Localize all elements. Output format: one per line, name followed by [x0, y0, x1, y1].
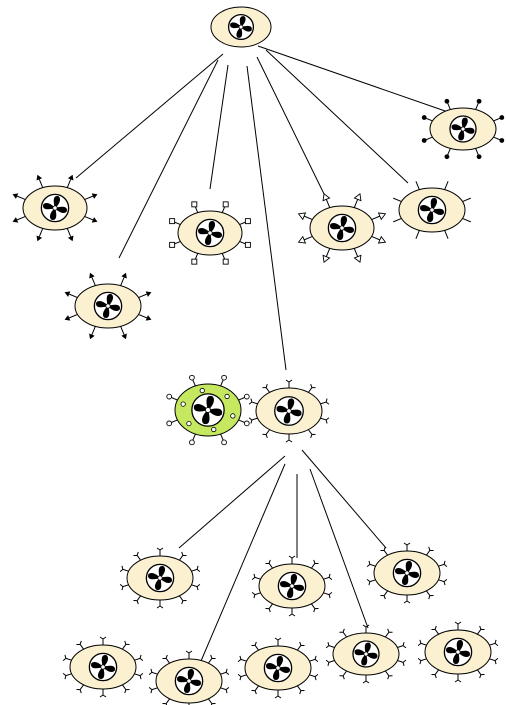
fan-icon	[88, 652, 118, 682]
connector-root-to-line-node	[265, 49, 409, 184]
node-leaf-5[interactable]	[148, 650, 230, 705]
arrow-spikes-decoration	[12, 174, 98, 242]
ring-dot	[180, 401, 186, 407]
fork-spikes-decoration	[62, 636, 144, 698]
arrow-spikes-decoration	[64, 272, 152, 340]
fan-icon	[417, 195, 447, 225]
fork-spikes-decoration	[417, 621, 499, 683]
fork-spikes-decoration	[251, 555, 333, 617]
fork-spikes-decoration	[248, 379, 330, 443]
ring-dot	[186, 420, 192, 427]
fan-icon	[174, 666, 204, 696]
fork-spikes-decoration	[325, 624, 407, 684]
node-leaf-7[interactable]	[325, 624, 407, 684]
connector-root-to-mid-hub	[246, 65, 287, 371]
ring-dot	[230, 413, 236, 419]
fork-spikes-decoration	[119, 547, 201, 609]
node-top-right[interactable]	[421, 98, 505, 160]
node-root[interactable]	[210, 6, 272, 48]
hollow-arrow-spikes-decoration	[297, 192, 387, 264]
dot-spikes-decoration	[421, 98, 505, 160]
node-leaf-8[interactable]	[417, 621, 499, 683]
fan-icon	[274, 396, 304, 426]
fan-icon	[327, 213, 357, 243]
connector-root-to-square-node	[209, 64, 229, 190]
node-leaf-3[interactable]	[366, 542, 448, 604]
node-square-node[interactable]	[169, 201, 251, 265]
fan-icon	[195, 218, 225, 248]
fan-icon	[263, 653, 293, 683]
node-leaf-4[interactable]	[62, 636, 144, 698]
connector-root-to-left-1	[75, 53, 224, 179]
connector-root-to-top-right	[257, 45, 449, 113]
fork-spikes-decoration	[148, 650, 230, 705]
ring-dot	[211, 426, 217, 433]
fan-icon	[93, 291, 123, 321]
square-spikes-decoration	[169, 201, 251, 265]
connector-mid-hub-to-leaf-1	[178, 455, 286, 549]
ring-dot	[199, 387, 205, 394]
node-mid-hub[interactable]	[248, 379, 330, 443]
node-leaf-1[interactable]	[119, 547, 201, 609]
node-green-node[interactable]	[166, 374, 250, 446]
node-leaf-2[interactable]	[251, 555, 333, 617]
fork-spikes-decoration	[366, 542, 448, 604]
node-layer	[11, 6, 505, 705]
node-left-2[interactable]	[63, 272, 152, 341]
node-leaf-6[interactable]	[237, 637, 319, 699]
node-line-node[interactable]	[393, 181, 471, 239]
node-hollow-arrow-node[interactable]	[297, 192, 387, 264]
fan-icon	[449, 115, 477, 143]
fan-icon	[352, 640, 380, 668]
fan-icon	[443, 637, 473, 667]
connector-mid-hub-to-leaf-3	[301, 449, 387, 549]
fork-spikes-decoration	[237, 637, 319, 699]
circle-spikes-decoration	[166, 374, 250, 446]
edge-layer	[75, 45, 449, 662]
fan-icon	[227, 13, 255, 41]
connector-mid-hub-to-leaf-4	[309, 468, 369, 629]
fan-icon	[277, 571, 307, 601]
fan-icon	[191, 393, 225, 427]
line-spikes-decoration	[393, 181, 471, 239]
node-left-1[interactable]	[11, 174, 98, 243]
ring-dot	[224, 393, 230, 400]
fan-icon	[392, 558, 422, 588]
fan-icon	[145, 563, 175, 593]
connector-root-to-left-2	[118, 59, 219, 259]
fan-icon	[40, 193, 70, 223]
connector-mid-hub-to-leaf-5	[200, 463, 286, 662]
connector-root-to-hollow-arrow-node	[256, 56, 327, 199]
